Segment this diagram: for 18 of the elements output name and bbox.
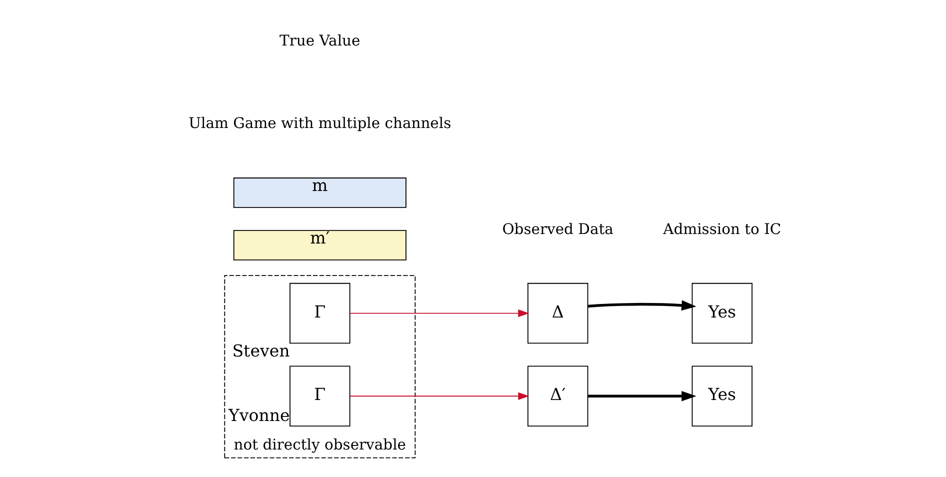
- node-label: Steven: [232, 341, 290, 360]
- label: Observed Data: [502, 220, 613, 238]
- label: Admission to IC: [662, 220, 781, 238]
- arrow: [349, 392, 529, 400]
- label: Ulam Game with multiple channels: [188, 115, 451, 132]
- node-box: Δ′: [526, 366, 588, 426]
- node-box: Γ: [289, 366, 350, 426]
- node-box: Δ: [526, 282, 588, 344]
- arrow: [587, 390, 696, 402]
- label: True Value: [279, 32, 360, 50]
- node-box: m′: [232, 230, 406, 260]
- arrow: [349, 309, 529, 318]
- node-box: Yes: [691, 366, 752, 426]
- node-box: Yes: [691, 282, 752, 344]
- arrow: [587, 300, 696, 311]
- node-label: Yvonne: [228, 406, 290, 425]
- node-box: Γ: [289, 282, 350, 344]
- node-box: m: [232, 178, 406, 208]
